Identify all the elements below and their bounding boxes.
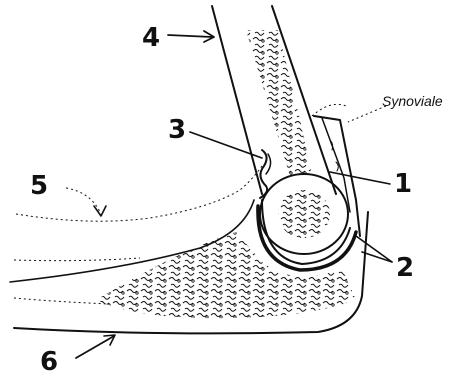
label-1: 1 [394, 169, 412, 199]
label-3: 3 [168, 115, 186, 145]
leader-3 [190, 132, 262, 158]
label-synoviale: Synoviale [382, 93, 443, 109]
upper-bone-marrow [246, 30, 312, 176]
label-5: 5 [30, 171, 48, 201]
leader-4 [168, 35, 212, 37]
label-2: 2 [396, 253, 414, 283]
label-6: 6 [40, 347, 58, 376]
leader-2b [362, 252, 392, 262]
bone-head-marrow [278, 190, 330, 238]
label-4: 4 [142, 23, 160, 53]
upper-bone [212, 6, 348, 254]
leader-2a [356, 236, 392, 262]
leader-synoviale [348, 106, 386, 122]
leader-6 [76, 336, 114, 358]
lower-bone-marrow [96, 232, 356, 318]
leader-1 [330, 172, 390, 184]
